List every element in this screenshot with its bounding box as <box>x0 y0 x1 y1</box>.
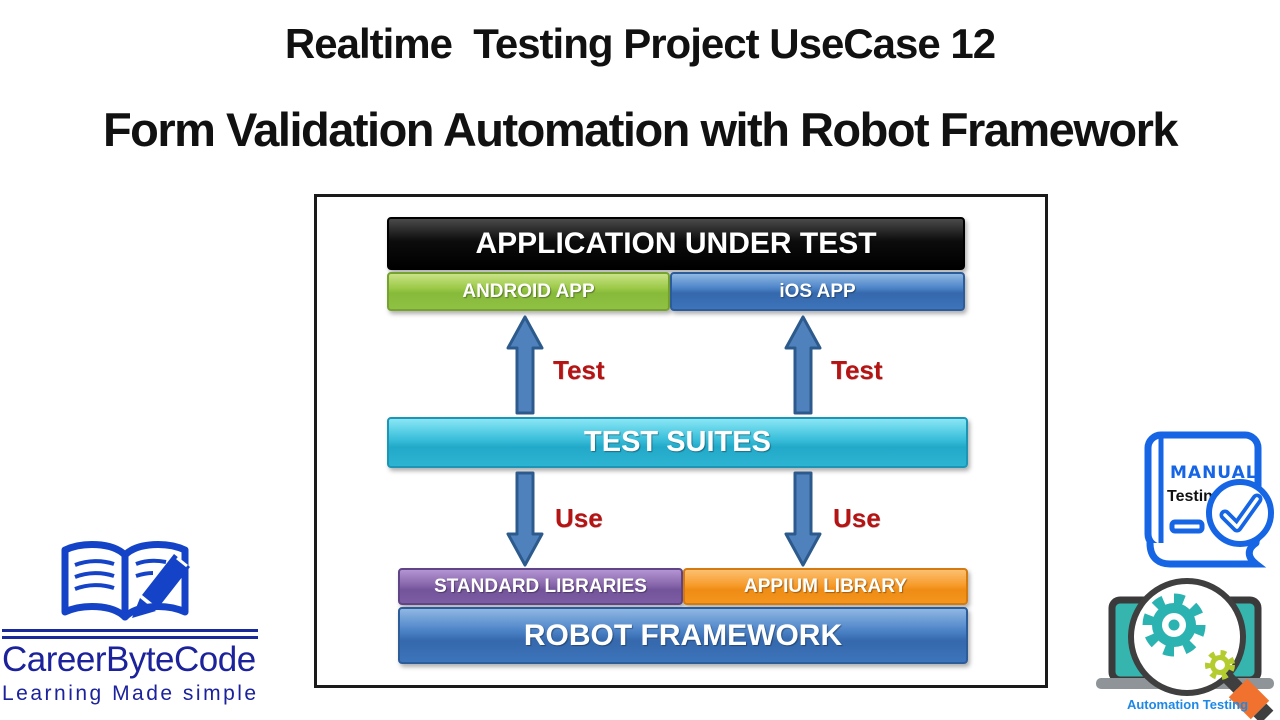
logo-rule-top <box>2 629 258 632</box>
test-label-left: Test <box>553 355 605 385</box>
up-arrow-icon <box>506 315 544 415</box>
down-arrow-icon <box>506 471 544 567</box>
page-subtitle: Form Validation Automation with Robot Fr… <box>102 103 1179 156</box>
use-label-right: Use <box>833 503 881 533</box>
standard-libraries-box: STANDARD LIBRARIES <box>398 568 683 605</box>
down-arrow-icon <box>784 471 822 567</box>
test-suites-box: TEST SUITES <box>387 417 968 468</box>
svg-text:MANUAL: MANUAL <box>1170 463 1258 483</box>
automation-testing-laptop-icon <box>1096 578 1274 720</box>
ios-app-box: iOS APP <box>670 272 965 311</box>
brand-tagline: Learning Made simple <box>2 682 259 705</box>
up-arrow-icon <box>784 315 822 415</box>
application-under-test-box: APPLICATION UNDER TEST <box>387 217 965 270</box>
book-pencil-logo-icon <box>61 541 190 621</box>
use-label-left: Use <box>555 503 603 533</box>
robot-framework-box: ROBOT FRAMEWORK <box>398 607 968 664</box>
test-label-right: Test <box>831 355 883 385</box>
automation-testing-label: Automation Testing <box>1126 697 1249 712</box>
manual-testing-book-icon: MANUAL Testing <box>1144 431 1274 568</box>
android-app-box: ANDROID APP <box>387 272 670 311</box>
appium-library-box: APPIUM LIBRARY <box>683 568 968 605</box>
brand-name: CareerByteCode <box>2 640 256 679</box>
page-title: Realtime Testing Project UseCase 12 <box>284 20 996 67</box>
logo-rule-bottom <box>2 636 258 639</box>
diagram-frame: APPLICATION UNDER TEST ANDROID APP iOS A… <box>314 194 1048 688</box>
